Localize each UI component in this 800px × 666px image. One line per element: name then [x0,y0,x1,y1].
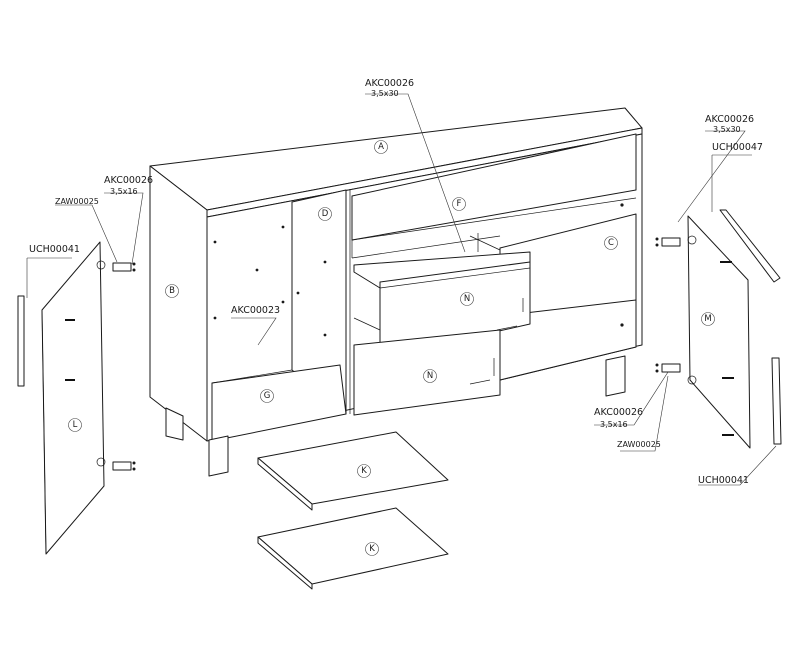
door-right-m [687,215,751,449]
side-panel-b [149,165,208,442]
callout-hinge-right-code: AKC00026 [594,407,643,418]
callout-top-center-code: AKC00026 [365,78,414,89]
hinge-left-top [112,262,136,272]
shelf-k-lower [257,507,449,585]
door-left-l [41,241,106,555]
hinge-left-bottom [112,461,136,471]
part-letters: A B C D F G K K L M N N [68,140,715,556]
hinge-right-top [655,237,681,247]
label-a: A [378,142,384,152]
callout-hinge-right-part: ZAW00025 [617,440,661,449]
callout-top-right-code: AKC00026 [705,114,754,125]
label-c: C [608,238,614,248]
drawer-upper-front [379,261,531,359]
label-b: B [169,286,175,296]
label-n-upper: N [464,294,470,304]
callout-top-right-spec: 3,5x30 [713,125,741,134]
strip-uch00041-right [771,357,782,445]
label-d: D [322,209,329,219]
strip-uch00041-left [17,295,25,387]
callout-labels: AKC00026 3,5x30 AKC00026 3,5x30 UCH00047… [29,78,763,486]
shelf-k-lower-edge [257,536,313,590]
hinge-right-bottom [655,363,681,373]
label-k-upper: K [361,466,367,476]
cabinet-body [149,107,643,477]
label-g: G [264,391,271,401]
callout-hinge-left-code: AKC00026 [104,175,153,186]
callout-top-center-spec: 3,5x30 [371,89,399,98]
callout-strip-left: UCH00041 [29,244,80,255]
door-right-panel [687,215,751,449]
shelf-k-upper-edge [257,457,313,511]
shelf-k-upper [257,431,449,505]
bottom-compartment-g [211,364,347,442]
label-k-lower: K [369,544,375,554]
leg-front-right [605,355,626,397]
strip-uch00047 [719,209,781,283]
callout-strip-right-bottom: UCH00041 [698,475,749,486]
callout-hinge-right-spec: 3,5x16 [600,420,628,429]
label-m: M [704,314,711,324]
callout-hinge-left-spec: 3,5x16 [110,187,138,196]
leg-front-left [208,435,229,477]
leg-back-left [165,407,184,441]
callout-shelf-pin: AKC00023 [231,305,280,316]
callout-strip-right-top: UCH00047 [712,142,763,153]
leader-lines [26,93,777,486]
label-f: F [457,199,462,209]
callout-hinge-left-part: ZAW00025 [55,197,99,206]
label-l: L [73,420,78,430]
label-n-lower: N [427,371,433,381]
